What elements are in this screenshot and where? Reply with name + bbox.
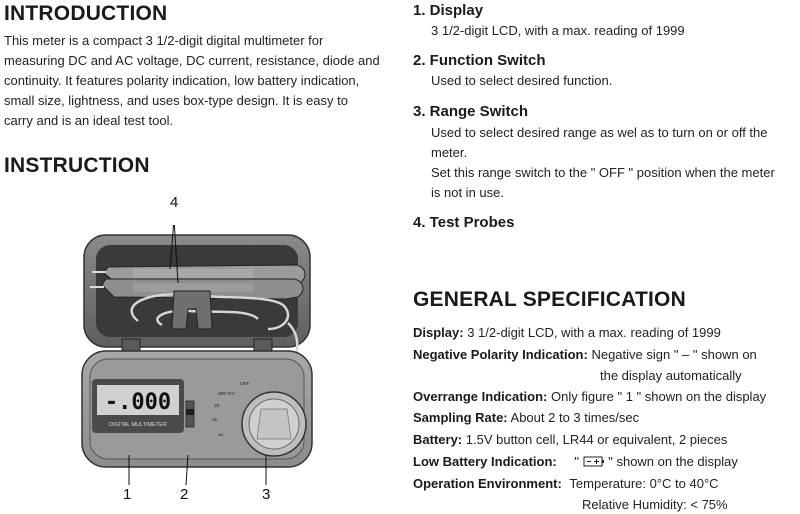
spec-low-battery: Low Battery Indication: " " shown on the… xyxy=(413,454,738,469)
svg-text:ᵐᴬ: ᵐᴬ xyxy=(218,433,224,439)
lcd-label: DIGITAL MULTIMETER xyxy=(109,422,167,428)
svg-text:2k: 2k xyxy=(212,417,218,423)
lcd-screen xyxy=(97,385,179,415)
intro-line: small size, lightness, and uses box-type… xyxy=(4,93,348,108)
general-spec-heading: GENERAL SPECIFICATION xyxy=(413,288,686,311)
part-display-title: 1. Display xyxy=(413,2,484,19)
intro-line: measuring DC and AC voltage, DC current,… xyxy=(4,53,380,68)
spec-negative-polarity-cont: the display automatically xyxy=(600,368,742,383)
test-probes xyxy=(90,264,306,300)
part-function-switch-title: 2. Function Switch xyxy=(413,52,546,69)
part-function-switch-desc: Used to select desired function. xyxy=(431,73,613,88)
spec-operation-environment-cont: Relative Humidity: < 75% xyxy=(582,497,728,512)
lead-clip xyxy=(171,290,213,330)
spec-sampling-rate: Sampling Rate: About 2 to 3 times/sec xyxy=(413,410,640,425)
part-display-desc: 3 1/2-digit LCD, with a max. reading of … xyxy=(431,23,685,38)
callout-2: 2 xyxy=(180,486,189,503)
introduction-heading: INTRODUCTION xyxy=(4,2,168,25)
callout-leaders xyxy=(128,455,267,486)
spec-battery: Battery: 1.5V button cell, LR44 or equiv… xyxy=(413,432,728,447)
spec-operation-environment: Operation Environment: Temperature: 0°C … xyxy=(413,476,719,491)
part-range-switch-title: 3. Range Switch xyxy=(413,103,529,120)
off-label: OFF xyxy=(240,381,250,387)
multimeter-illustration: -.000 DIGITAL MULTIMETER OFF 200 mV 20 2… xyxy=(81,225,313,468)
spec-display: Display: 3 1/2-digit LCD, with a max. re… xyxy=(413,325,721,340)
svg-text:200 mV: 200 mV xyxy=(218,391,235,397)
battery-icon xyxy=(583,456,604,467)
lcd-reading: -.000 xyxy=(105,390,171,415)
callout-3: 3 xyxy=(262,486,271,503)
intro-line: continuity. It features polarity indicat… xyxy=(4,73,360,88)
part-test-probes-title: 4. Test Probes xyxy=(413,214,515,231)
introduction-paragraph: This meter is a compact 3 1/2-digit digi… xyxy=(4,31,380,131)
intro-line: carry and is an ideal test tool. xyxy=(4,113,174,128)
spec-negative-polarity: Negative Polarity Indication: Negative s… xyxy=(413,347,757,362)
probe-leads xyxy=(130,293,290,331)
spec-overrange: Overrange Indication: Only figure " 1 " … xyxy=(413,389,767,404)
svg-text:20: 20 xyxy=(214,403,220,409)
instruction-heading: INSTRUCTION xyxy=(4,154,150,177)
callout-1: 1 xyxy=(123,486,132,503)
callout-4: 4 xyxy=(170,194,179,211)
intro-line: This meter is a compact 3 1/2-digit digi… xyxy=(4,33,324,48)
part-range-switch-desc: Used to select desired range as wel as t… xyxy=(431,125,775,200)
